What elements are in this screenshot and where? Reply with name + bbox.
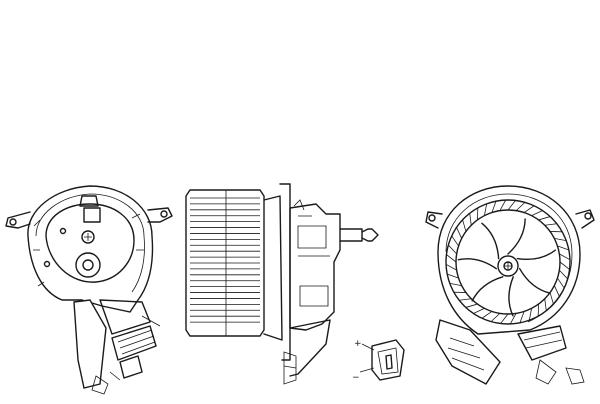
impeller-blade xyxy=(508,219,525,254)
rim-blade xyxy=(554,238,566,240)
negative-terminal-label: − xyxy=(352,373,360,383)
rim-blade xyxy=(560,262,570,269)
rim-blade xyxy=(463,220,466,232)
front-view xyxy=(6,186,172,394)
rim-blade xyxy=(545,224,557,226)
rim-blade xyxy=(550,293,553,305)
rim-blade xyxy=(459,299,471,301)
rim-blade xyxy=(466,304,478,307)
impeller-blade xyxy=(482,223,499,258)
rim-blade xyxy=(448,245,456,254)
rim-blade xyxy=(557,278,564,288)
rim-blade xyxy=(446,255,456,262)
rim-blade xyxy=(452,236,459,246)
impeller-blade xyxy=(458,259,496,269)
rim-blade xyxy=(501,314,508,324)
rim-blade xyxy=(491,313,500,321)
impeller-blade xyxy=(517,250,555,259)
rim-blade xyxy=(524,206,534,213)
rim-blade xyxy=(529,308,531,320)
rear-view xyxy=(426,186,594,384)
rim-blade xyxy=(545,299,547,311)
rim-blade xyxy=(516,202,525,210)
connector-detail: + − xyxy=(352,339,404,383)
side-view xyxy=(186,184,378,384)
impeller-blade xyxy=(509,277,513,316)
rim-blade xyxy=(500,200,506,211)
impeller-blade xyxy=(472,277,503,301)
positive-terminal-label: + xyxy=(354,339,362,349)
rim-blade xyxy=(532,211,543,216)
rim-blade xyxy=(450,283,462,285)
impeller-blade xyxy=(520,269,550,293)
rim-blade xyxy=(484,204,486,216)
rim-blade xyxy=(482,311,492,318)
rim-blade xyxy=(508,200,515,210)
rim-blade xyxy=(446,264,457,270)
rim-blade xyxy=(470,213,472,225)
rim-blade xyxy=(554,286,559,297)
rim-blade xyxy=(457,227,462,238)
rim-blade xyxy=(559,254,570,260)
fan-fins xyxy=(190,190,260,336)
rim-blade xyxy=(539,217,551,220)
rim-blade xyxy=(473,308,484,313)
rim-blade xyxy=(559,270,567,279)
